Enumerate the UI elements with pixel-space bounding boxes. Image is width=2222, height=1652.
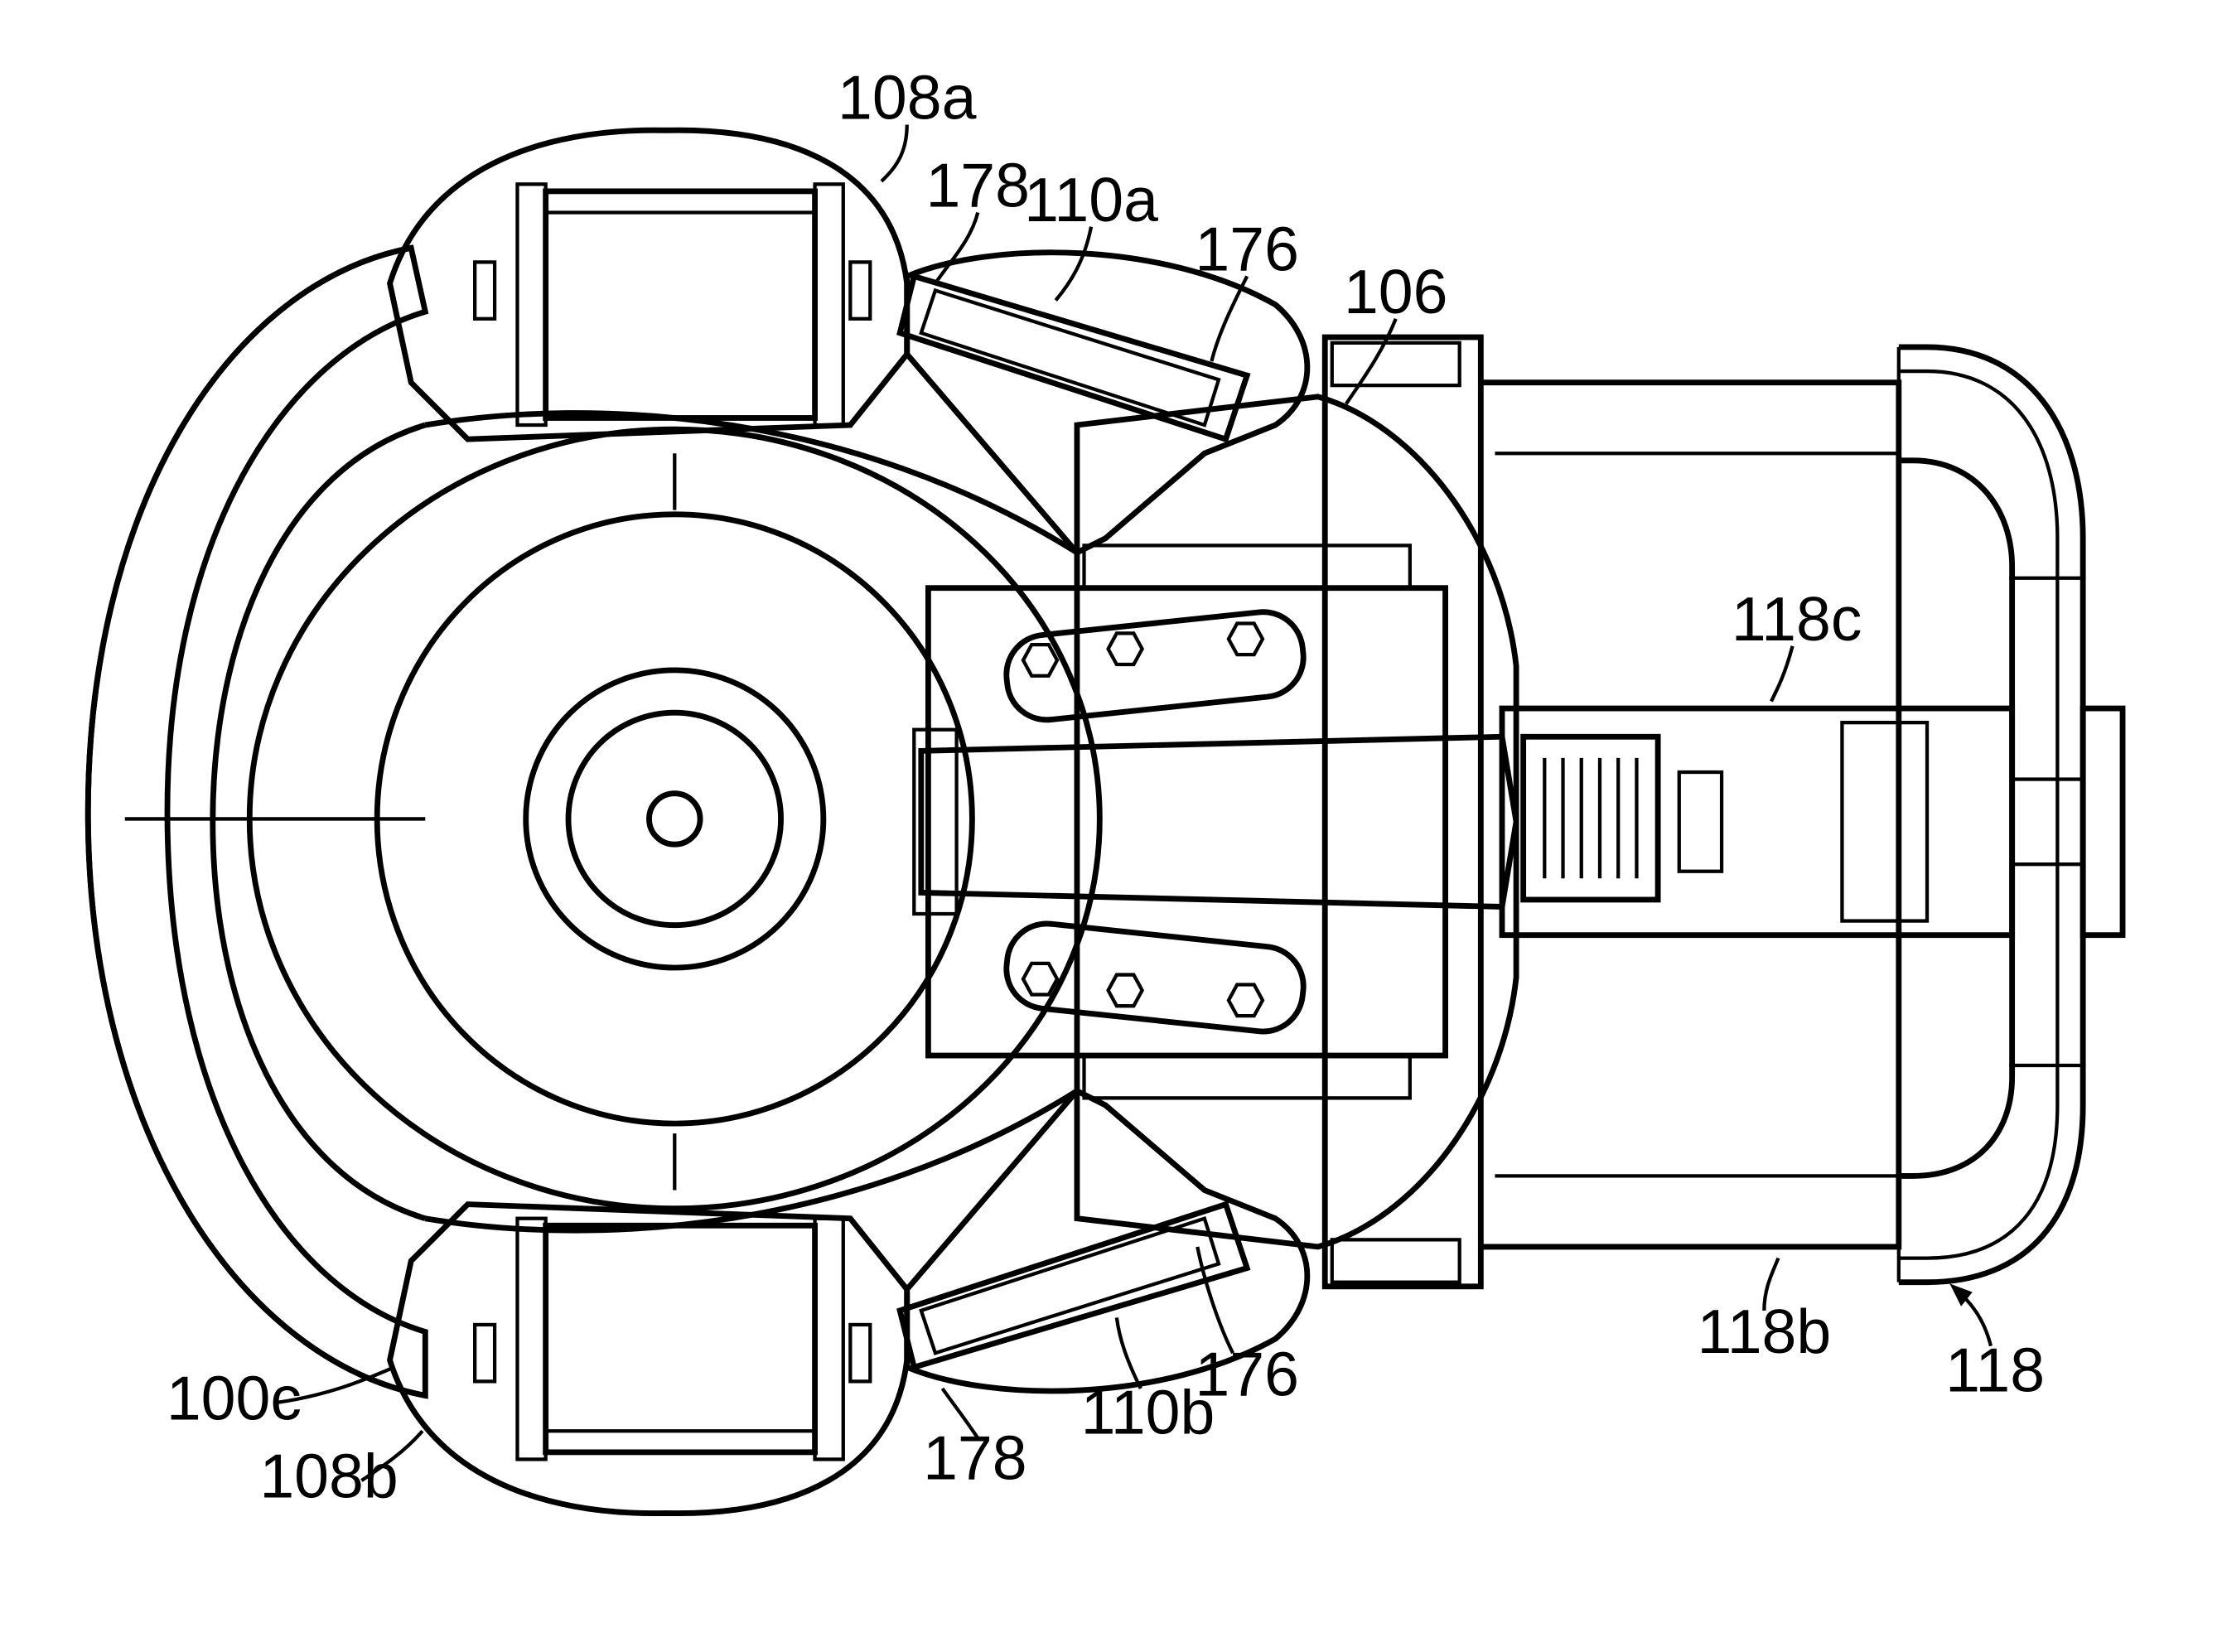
label-176-bottom: 176 — [1195, 1339, 1299, 1408]
leader-lines — [277, 124, 1991, 1481]
label-108b: 108b — [259, 1442, 398, 1511]
label-178-bottom: 178 — [923, 1423, 1027, 1492]
label-110a: 110a — [1024, 165, 1158, 234]
label-108a: 108a — [838, 63, 977, 133]
label-176-top: 176 — [1195, 215, 1299, 284]
port-block-108b — [390, 1205, 907, 1514]
rotor-disc — [249, 429, 1099, 1209]
label-118b: 118b — [1697, 1297, 1831, 1366]
label-118c: 118c — [1732, 584, 1862, 654]
label-178-top: 178 — [925, 151, 1030, 220]
label-100c: 100c — [167, 1364, 302, 1433]
label-106: 106 — [1344, 257, 1448, 326]
reference-labels: 108a 178 110a 176 106 118c 100c 108b 178… — [167, 63, 2045, 1511]
label-118: 118 — [1945, 1335, 2045, 1404]
port-block-108a — [390, 130, 907, 439]
nozzle-body-106 — [914, 397, 1516, 1247]
